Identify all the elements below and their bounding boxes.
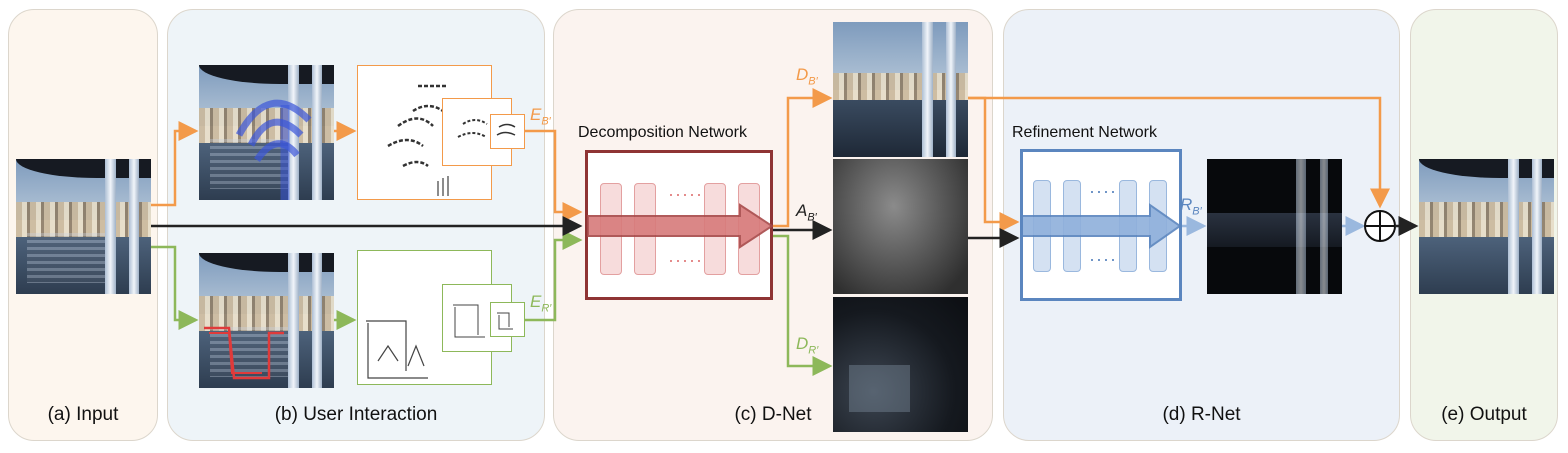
- label-d-b-main: D: [796, 65, 809, 84]
- label-e-b-sub: B′: [541, 115, 551, 128]
- label-a-b: AB′: [796, 201, 817, 223]
- label-r-b-sub: B′: [1192, 205, 1202, 218]
- panel-rnet-label: (d) R-Net: [1162, 404, 1241, 425]
- panel-input-label: (a) Input: [47, 404, 119, 425]
- panel-dnet-label: (c) D-Net: [734, 404, 812, 425]
- red-scribble-icon: [204, 326, 284, 380]
- arrow-dnet-to-dr: [773, 234, 833, 376]
- dnet-dots-top: ·····: [668, 184, 703, 204]
- label-a-b-sub: B′: [807, 211, 817, 224]
- label-e-r-main: E: [530, 292, 542, 311]
- label-a-b-main: A: [796, 201, 808, 220]
- label-r-b-main: R: [1180, 195, 1193, 214]
- dnet-main-arrow: [587, 203, 774, 249]
- edge-strokes-icon: [387, 84, 449, 196]
- label-d-r: DR′: [796, 334, 818, 356]
- panel-user-interaction-label: (b) User Interaction: [274, 404, 438, 425]
- arrow-eb-to-dnet: [525, 129, 583, 222]
- reflection-scribble-photo: [199, 253, 334, 388]
- arrow-input-to-bg-scribble: [151, 121, 199, 207]
- arrow-input-to-r-scribble: [151, 245, 199, 330]
- rnet-dots-top: ····: [1089, 181, 1117, 201]
- arrow-db-skip-to-sum: [968, 96, 1390, 209]
- dnet-dots-bottom: ·····: [668, 250, 703, 270]
- label-d-r-main: D: [796, 334, 809, 353]
- background-edge-map-small: [490, 114, 525, 149]
- label-e-r-sub: R′: [541, 302, 552, 315]
- alpha-map-photo: [833, 159, 968, 294]
- rnet-main-arrow: [1021, 203, 1182, 249]
- reflection-output-photo: [833, 297, 968, 432]
- reflection-edge-map-small: [490, 302, 525, 337]
- input-photo: [16, 159, 151, 294]
- arrow-er-to-dnet: [525, 230, 583, 322]
- edge-outline-mid-icon: [453, 304, 485, 338]
- arrow-db-to-rnet: [968, 96, 1020, 232]
- background-output-photo: [833, 22, 968, 157]
- panel-output-label: (e) Output: [1441, 404, 1527, 425]
- edge-outline-small-icon: [497, 312, 513, 330]
- blue-scribble-icon: [235, 99, 312, 200]
- arrow-dnet-to-db: [773, 88, 833, 228]
- rnet-dots-bottom: ····: [1089, 249, 1117, 269]
- label-r-b: RB′: [1180, 195, 1202, 217]
- background-scribble-photo: [199, 65, 334, 200]
- label-e-r: ER′: [530, 292, 551, 314]
- edge-strokes-small-icon: [496, 123, 516, 136]
- label-d-b: DB′: [796, 65, 818, 87]
- label-e-b: EB′: [530, 105, 551, 127]
- rnet-title: Refinement Network: [1012, 124, 1157, 141]
- edge-outline-icon: [366, 320, 428, 379]
- dnet-title: Decomposition Network: [578, 124, 747, 141]
- sum-operator-icon: [1364, 210, 1396, 242]
- final-output-photo: [1419, 159, 1554, 294]
- label-e-b-main: E: [530, 105, 542, 124]
- residual-output-photo: [1207, 159, 1342, 294]
- edge-strokes-mid-icon: [457, 119, 488, 138]
- label-d-r-sub: R′: [808, 344, 819, 357]
- label-d-b-sub: B′: [808, 75, 818, 88]
